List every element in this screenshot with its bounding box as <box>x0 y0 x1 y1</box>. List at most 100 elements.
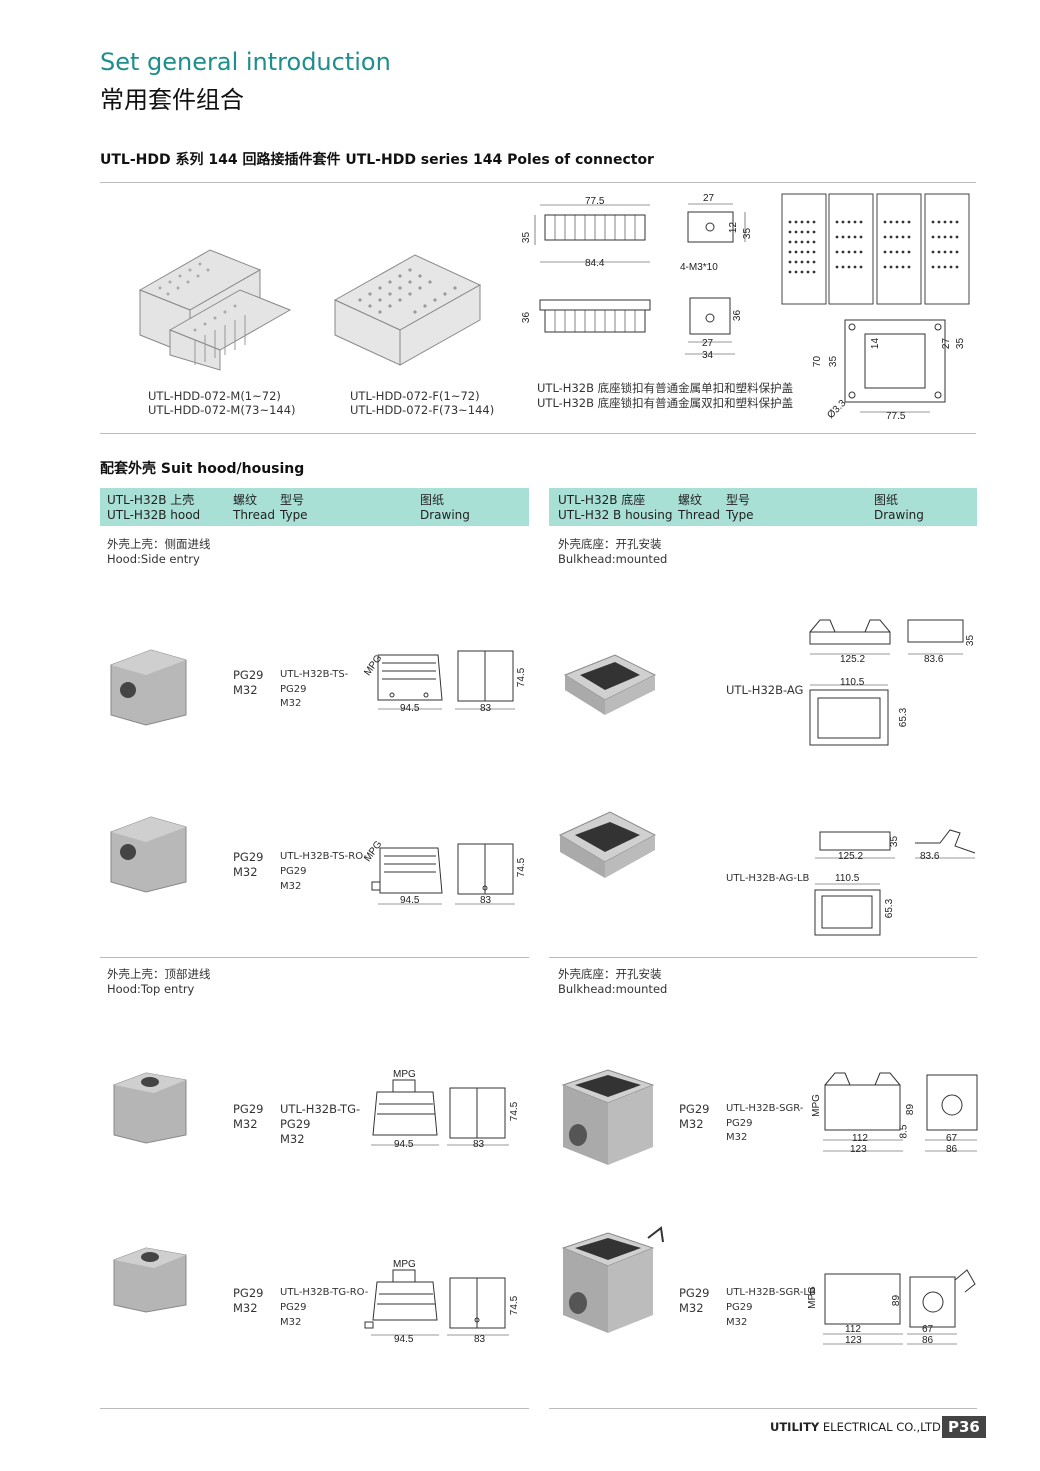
housing-row3-thread-2: M32 <box>679 1117 704 1131</box>
housing-row1-inner-h: 65.3 <box>898 707 910 728</box>
housing-row3-thread-1: PG29 <box>679 1102 710 1116</box>
dim-m3: 4-M3*10 <box>680 262 718 273</box>
housing-row4-width-2: 123 <box>845 1335 862 1346</box>
footer-company-rest: ELECTRICAL CO.,LTD. <box>819 1420 945 1434</box>
housing-row1-type: UTL-H32B-AG <box>726 683 804 697</box>
housing-row1-height: 35 <box>965 634 977 647</box>
housing-row3-type-1: UTL-H32B-SGR- <box>726 1103 804 1114</box>
row4-width: 94.5 <box>394 1334 414 1345</box>
row4-mpg: MPG <box>393 1259 416 1270</box>
hood-side-drawing-1 <box>377 650 515 710</box>
housing-row4-thread-2: M32 <box>679 1301 704 1315</box>
dim-36-b: 36 <box>732 309 744 322</box>
housing-row3-type-2: PG29 <box>726 1118 753 1129</box>
dim-14: 14 <box>870 337 882 350</box>
base-front-drawing <box>534 204 650 263</box>
housing-row4-type-1: UTL-H32B-SGR-LB <box>726 1287 816 1298</box>
housing-row1-width: 125.2 <box>840 654 866 665</box>
dim-27-c: 27 <box>941 337 953 350</box>
row3-type-3: M32 <box>280 1132 305 1146</box>
hood-group2-en: Hood:Top entry <box>107 982 195 996</box>
housing-row3-depth: 67 <box>946 1133 958 1144</box>
housing-row3-height-2: 8.5 <box>898 1124 910 1139</box>
housing-bulkhead-image <box>563 654 657 715</box>
hood-side-entry-image <box>110 649 187 726</box>
housing-row2-depth: 83.6 <box>920 851 940 862</box>
divider <box>100 182 976 183</box>
row2-type-1: UTL-H32B-TS-RO- <box>280 851 367 862</box>
hood-col-drawing-zh: 图纸 <box>420 493 445 507</box>
row3-thread-2: M32 <box>233 1117 258 1131</box>
base-front-drawing-2 <box>539 299 651 333</box>
housing-row4-width: 112 <box>845 1324 861 1335</box>
housing-row2-inner-h: 65.3 <box>884 898 896 919</box>
pin-layout-drawing <box>781 193 970 305</box>
dim-35-d: 35 <box>955 337 967 350</box>
hood-top-drawing-1 <box>371 1079 509 1146</box>
divider <box>549 957 977 958</box>
divider <box>100 1408 529 1409</box>
housing-row4-type-3: M32 <box>726 1317 748 1328</box>
row1-width: 94.5 <box>400 703 420 714</box>
row2-thread-1: PG29 <box>233 850 264 864</box>
hood-col-model-en: UTL-H32B hood <box>107 508 201 522</box>
hood-group1-en: Hood:Side entry <box>107 552 200 566</box>
row2-thread-2: M32 <box>233 865 258 879</box>
hood-top-drawing-2 <box>364 1269 509 1336</box>
row4-height: 74.5 <box>509 1295 521 1316</box>
page-number: P36 <box>942 1416 986 1438</box>
housing-row4-mpg: MPG <box>806 1286 818 1309</box>
housing-row4-thread-1: PG29 <box>679 1286 710 1300</box>
housing-sgr-drawing <box>823 1072 978 1152</box>
housing-row4-depth-2: 86 <box>922 1335 934 1346</box>
divider <box>100 957 529 958</box>
row4-type-1: UTL-H32B-TG-RO- <box>280 1287 369 1298</box>
row3-width: 94.5 <box>394 1139 414 1150</box>
dim-35-b: 35 <box>742 227 754 240</box>
row2-width: 94.5 <box>400 895 420 906</box>
male-caption-1: UTL-HDD-072-M(1~72) <box>148 389 281 403</box>
panel-cutout-drawing <box>844 319 946 413</box>
male-caption-2: UTL-HDD-072-M(73~144) <box>148 403 296 417</box>
hood-group2-zh: 外壳上壳：顶部进线 <box>107 967 211 981</box>
housing-col-thread-en: Thread <box>678 508 720 522</box>
housing-group1-zh: 外壳底座：开孔安装 <box>558 537 662 551</box>
housing-table-header: UTL-H32B 底座 UTL-H32 B housing 螺纹 Thread … <box>549 488 977 526</box>
housing-col-type-en: Type <box>726 508 754 522</box>
housing-col-model-zh: UTL-H32B 底座 <box>558 493 646 507</box>
housing-col-type-zh: 型号 <box>726 493 751 507</box>
row2-depth: 83 <box>480 895 492 906</box>
row2-type-3: M32 <box>280 881 302 892</box>
housing-row1-inner-w: 110.5 <box>840 677 865 688</box>
row2-type-2: PG29 <box>280 866 307 877</box>
dim-35: 35 <box>521 231 533 244</box>
housing-sgr-lb-image <box>561 1226 664 1333</box>
page-title-en: Set general introduction <box>100 48 391 76</box>
base-side-drawing <box>687 203 746 243</box>
row4-thread-1: PG29 <box>233 1286 264 1300</box>
base-caption-1: UTL-H32B 底座锁扣有普通金属单扣和塑料保护盖 <box>537 381 794 395</box>
row1-type-3: M32 <box>280 698 302 709</box>
hood-table-header: UTL-H32B 上壳 UTL-H32B hood 螺纹 Thread 型号 T… <box>100 488 529 526</box>
hood-col-drawing-en: Drawing <box>420 508 470 522</box>
hood-side-drawing-2 <box>371 843 515 905</box>
page-title-zh: 常用套件组合 <box>100 86 244 114</box>
female-caption-2: UTL-HDD-072-F(73~144) <box>350 403 495 417</box>
housing-row3-type-3: M32 <box>726 1132 748 1143</box>
housing-row4-height: 89 <box>891 1294 903 1307</box>
housing-row2-width: 125.2 <box>838 851 864 862</box>
base-side-drawing-2 <box>685 297 735 355</box>
housing-sgr-image <box>561 1069 655 1165</box>
hood-col-model-zh: UTL-H32B 上壳 <box>107 493 195 507</box>
row1-depth: 83 <box>480 703 492 714</box>
housing-row4-depth: 67 <box>922 1324 934 1335</box>
footer-company-bold: UTILITY <box>770 1420 820 1434</box>
female-caption-1: UTL-HDD-072-F(1~72) <box>350 389 480 403</box>
housing-row2-inner-w: 110.5 <box>835 873 860 884</box>
row3-thread-1: PG29 <box>233 1102 264 1116</box>
footer-company: UTILITY ELECTRICAL CO.,LTD. <box>770 1420 945 1434</box>
row1-thread-1: PG29 <box>233 668 264 682</box>
row4-thread-2: M32 <box>233 1301 258 1315</box>
row3-type-2: PG29 <box>280 1117 311 1131</box>
section1-title: UTL-HDD 系列 144 回路接插件套件 UTL-HDD series 14… <box>100 152 654 168</box>
